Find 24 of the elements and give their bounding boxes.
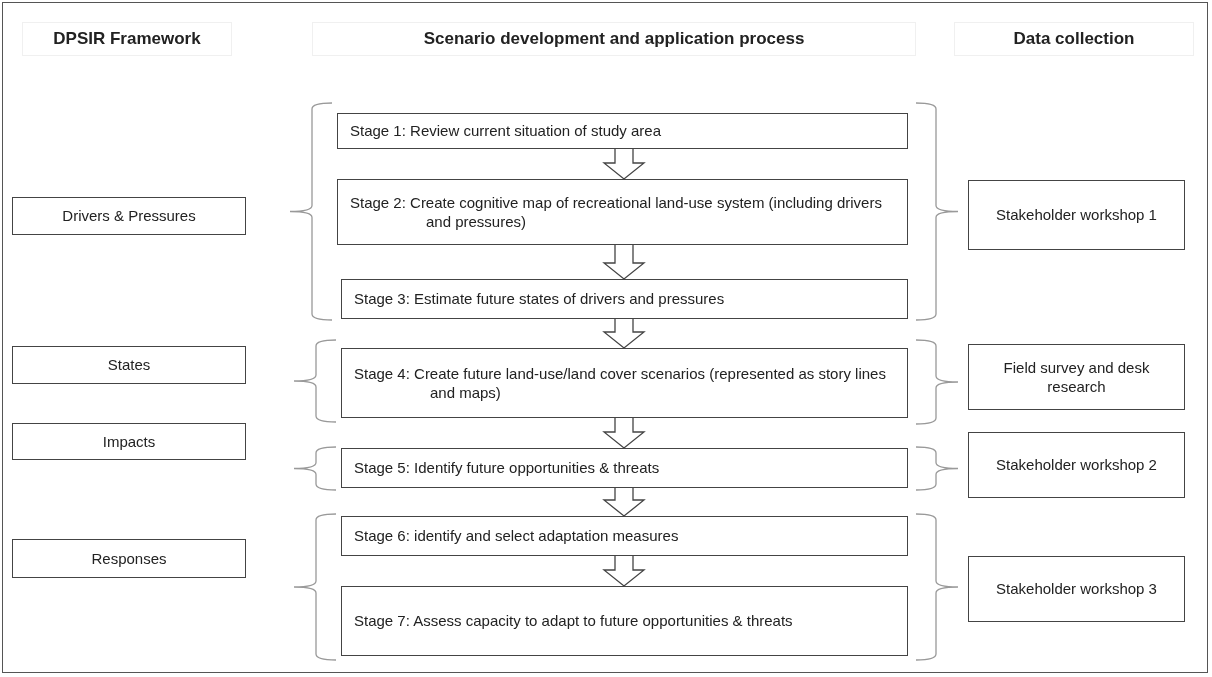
stage-box: Stage 3: Estimate future states of drivers and pressures	[341, 279, 908, 319]
block-arrow	[602, 487, 646, 517]
stage-box: Stage 7: Assess capacity to adapt to future opportunities & threats	[341, 586, 908, 656]
stage-box: Stage 2: Create cognitive map of recreational land-use system (including drivers and pressures)	[337, 179, 908, 245]
category-box: Stakeholder workshop 3	[968, 556, 1185, 622]
stage-box: Stage 6: identify and select adaptation measures	[341, 516, 908, 556]
column-heading: Data collection	[954, 22, 1194, 56]
category-box: States	[12, 346, 246, 384]
block-arrow	[602, 555, 646, 587]
category-box: Drivers & Pressures	[12, 197, 246, 235]
block-arrow	[602, 244, 646, 280]
category-box: Stakeholder workshop 2	[968, 432, 1185, 498]
block-arrow	[602, 417, 646, 449]
column-heading: DPSIR Framework	[22, 22, 232, 56]
category-box: Impacts	[12, 423, 246, 460]
block-arrow	[602, 318, 646, 349]
category-box: Field survey and desk research	[968, 344, 1185, 410]
block-arrow	[602, 148, 646, 180]
stage-box: Stage 4: Create future land-use/land cover scenarios (represented as story lines and maps)	[341, 348, 908, 418]
category-box: Stakeholder workshop 1	[968, 180, 1185, 250]
stage-box: Stage 5: Identify future opportunities & threats	[341, 448, 908, 488]
stage-box: Stage 1: Review current situation of study area	[337, 113, 908, 149]
column-heading: Scenario development and application process	[312, 22, 916, 56]
category-box: Responses	[12, 539, 246, 578]
